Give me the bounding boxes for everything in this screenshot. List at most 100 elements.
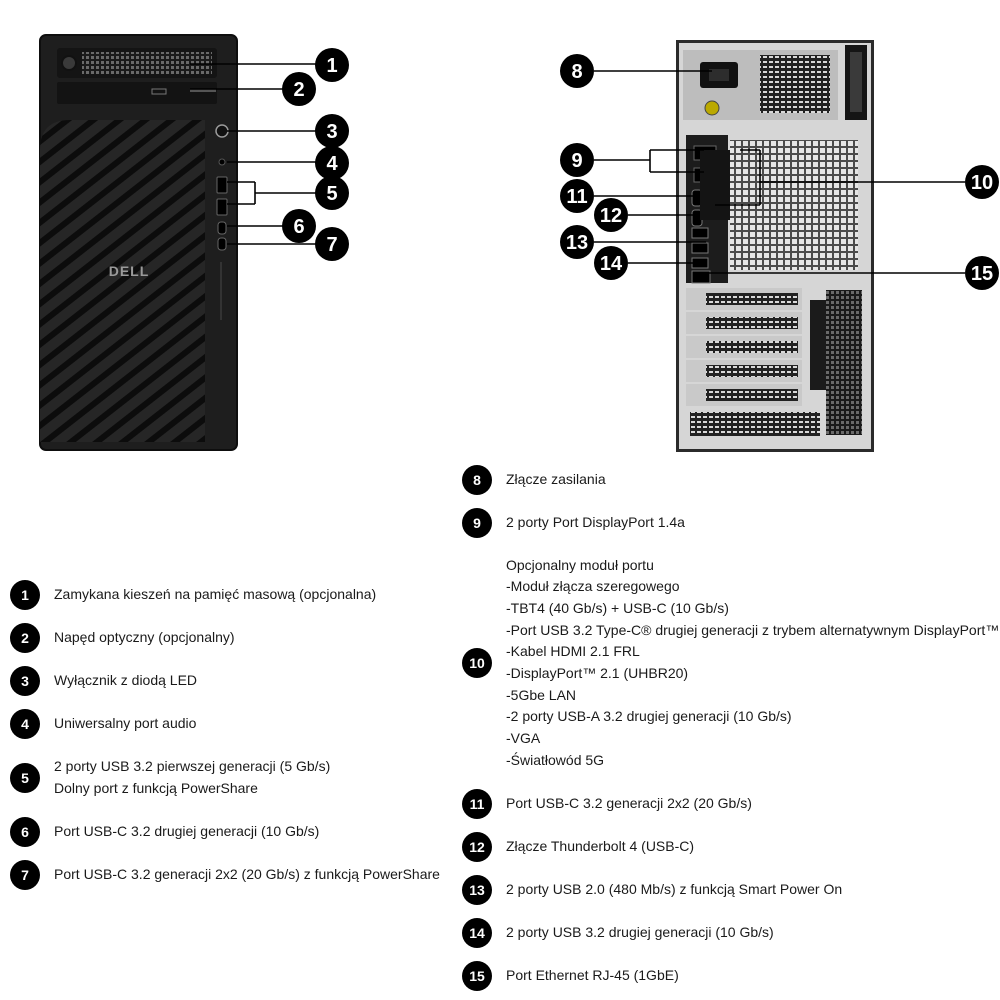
legend-item-1: 1 Zamykana kieszeń na pamięć masową (opcj…: [10, 580, 376, 610]
legend-number-badge: 3: [10, 666, 40, 696]
legend-description: 2 porty USB 3.2 drugiej generacji (10 Gb…: [506, 922, 774, 944]
legend-line: Napęd optyczny (opcjonalny): [54, 629, 235, 646]
legend-number-badge: 12: [462, 832, 492, 862]
legend-line: 2 porty USB 2.0 (480 Mb/s) z funkcją Sma…: [506, 881, 843, 898]
legend-line: Wyłącznik z diodą LED: [54, 672, 198, 689]
dell-logo: DELL: [109, 263, 150, 279]
bay-lock-icon: [61, 55, 77, 71]
legend-number-badge: 14: [462, 918, 492, 948]
front-tower: DELL: [39, 34, 238, 451]
legend-description: 2 porty USB 2.0 (480 Mb/s) z funkcją Sma…: [506, 879, 842, 901]
callout-10: 10: [965, 165, 999, 199]
legend-line: Zamykana kieszeń na pamięć masową (opcjo…: [54, 586, 377, 603]
callout-number: 8: [571, 61, 582, 83]
callout-1: 1: [315, 48, 349, 82]
legend-number-badge: 9: [462, 508, 492, 538]
callout-number: 15: [971, 263, 993, 285]
legend-number-badge: 10: [462, 648, 492, 679]
legend-item-8: 8 Złącze zasilania: [462, 465, 606, 495]
callout-number: 1: [326, 55, 337, 77]
legend-line: 2 porty USB 3.2 pierwszej generacji (5 G…: [54, 758, 331, 775]
legend-line: Port Ethernet RJ-45 (1GbE): [506, 967, 679, 984]
legend-description: Port USB-C 3.2 generacji 2x2 (20 Gb/s): [506, 793, 752, 815]
legend-number-badge: 15: [462, 961, 492, 991]
legend-item-15: 15 Port Ethernet RJ-45 (1GbE): [462, 961, 679, 991]
legend-line: -Moduł złącza szeregowego: [506, 578, 680, 595]
legend-item-13: 13 2 porty USB 2.0 (480 Mb/s) z funkcją S…: [462, 875, 842, 905]
legend-item-3: 3 Wyłącznik z diodą LED: [10, 666, 197, 696]
rear-tower: [676, 40, 874, 452]
legend-number-badge: 11: [462, 789, 492, 819]
power-button-icon: [215, 124, 229, 138]
callout-5: 5: [315, 176, 349, 210]
usb-a-port-icon: [216, 198, 228, 216]
legend-line: Uniwersalny port audio: [54, 715, 197, 732]
usb-c-port-icon: [217, 221, 227, 235]
legend-number-badge: 5: [10, 763, 40, 793]
callout-number: 12: [600, 205, 622, 227]
legend-line: -DisplayPort™ 2.1 (UHBR20): [506, 665, 689, 682]
legend-description: Złącze Thunderbolt 4 (USB-C): [506, 836, 694, 858]
tower-diagram: DELL: [39, 34, 999, 452]
legend-number-badge: 13: [462, 875, 492, 905]
legend-description: Uniwersalny port audio: [54, 713, 196, 735]
usb-c-port-icon: [217, 237, 227, 251]
legend-description: Zamykana kieszeń na pamięć masową (opcjo…: [54, 584, 376, 606]
callout-4: 4: [315, 146, 349, 180]
callout-12: 12: [594, 198, 628, 232]
legend-line: Port USB-C 3.2 drugiej generacji (10 Gb/…: [54, 823, 320, 840]
legend-item-7: 7 Port USB-C 3.2 generacji 2x2 (20 Gb/s) …: [10, 860, 440, 890]
legend-line: -Kabel HDMI 2.1 FRL: [506, 643, 640, 660]
legend-item-2: 2 Napęd optyczny (opcjonalny): [10, 623, 235, 653]
callout-number: 3: [326, 121, 337, 143]
legend-item-14: 14 2 porty USB 3.2 drugiej generacji (10 …: [462, 918, 774, 948]
legend-item-5: 5 2 porty USB 3.2 pierwszej generacji (5 …: [10, 756, 330, 799]
callout-number: 6: [293, 216, 304, 238]
callout-11: 11: [560, 179, 594, 213]
legend-line: Port USB-C 3.2 generacji 2x2 (20 Gb/s): [506, 795, 752, 812]
legend-number-badge: 1: [10, 580, 40, 610]
front-leaders: [190, 63, 318, 245]
legend-description: Port USB-C 3.2 drugiej generacji (10 Gb/…: [54, 821, 319, 843]
callout-number: 11: [566, 186, 587, 208]
callout-number: 10: [971, 172, 993, 194]
legend-line: -TBT4 (40 Gb/s) + USB-C (10 Gb/s): [506, 599, 729, 616]
legend-line: -Port USB 3.2 Type-C® drugiej generacji …: [506, 621, 1000, 638]
audio-jack-icon: [218, 158, 226, 166]
callout-13: 13: [560, 225, 594, 259]
legend-description: Złącze zasilania: [506, 469, 606, 491]
legend-line: Dolny port z funkcją PowerShare: [54, 780, 258, 796]
legend-description: Port Ethernet RJ-45 (1GbE): [506, 965, 679, 987]
legend-item-11: 11 Port USB-C 3.2 generacji 2x2 (20 Gb/s): [462, 789, 752, 819]
callout-2: 2: [282, 72, 316, 106]
legend-line: -2 porty USB-A 3.2 drugiej generacji (10…: [506, 708, 792, 725]
callout-15: 15: [965, 256, 999, 290]
legend-line: 2 porty Port DisplayPort 1.4a: [506, 514, 685, 531]
legend-number-badge: 6: [10, 817, 40, 847]
callout-number: 14: [600, 253, 623, 275]
legend-line: Złącze zasilania: [506, 471, 606, 488]
legend-line: Złącze Thunderbolt 4 (USB-C): [506, 838, 695, 855]
legend-item-6: 6 Port USB-C 3.2 drugiej generacji (10 Gb…: [10, 817, 319, 847]
legend-description: Port USB-C 3.2 generacji 2x2 (20 Gb/s) z…: [54, 864, 440, 886]
legend-number-badge: 7: [10, 860, 40, 890]
callout-number: 9: [571, 150, 582, 172]
legend-number-badge: 8: [462, 465, 492, 495]
callout-3: 3: [315, 114, 349, 148]
legend-description: 2 porty USB 3.2 pierwszej generacji (5 G…: [54, 756, 330, 799]
legend-number-badge: 2: [10, 623, 40, 653]
rear-leaders: [594, 70, 965, 274]
legend-line: -5Gbe LAN: [506, 686, 577, 703]
callout-number: 7: [326, 234, 337, 256]
legend-item-12: 12 Złącze Thunderbolt 4 (USB-C): [462, 832, 694, 862]
legend-line: 2 porty USB 3.2 drugiej generacji (10 Gb…: [506, 924, 774, 941]
callout-14: 14: [594, 246, 628, 280]
legend-description: Wyłącznik z diodą LED: [54, 670, 197, 692]
callout-number: 2: [293, 79, 304, 101]
callout-8: 8: [560, 54, 594, 88]
callout-9: 9: [560, 143, 594, 177]
callout-number: 13: [566, 232, 588, 254]
